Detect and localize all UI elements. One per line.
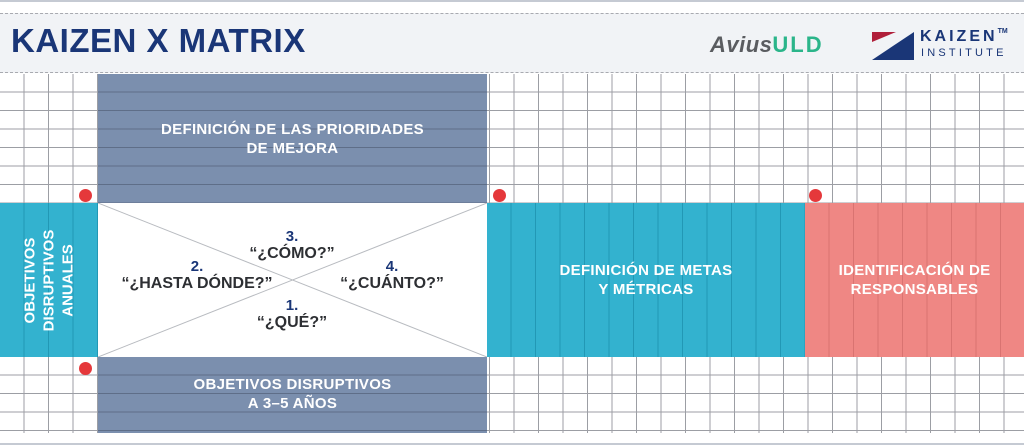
long-term-line1: OBJETIVOS DISRUPTIVOS [193,375,392,393]
top-border [0,0,1024,2]
red-dot-marker [493,189,506,202]
question-how-far-number: 2. [190,258,204,275]
question-how-text: “¿CÓMO?” [249,245,335,262]
red-dot-marker [79,362,92,375]
annual-objectives-block: OBJETIVOS DISRUPTIVOS ANUALES [0,203,98,357]
long-term-objectives-label: OBJETIVOS DISRUPTIVOS A 3–5 AÑOS [193,375,391,413]
question-how-number: 3. [285,228,299,245]
avius-uld-logo: AviusULD [710,32,824,58]
kaizen-institute-subtitle: INSTITUTE [921,47,1007,59]
priorities-block: DEFINICIÓN DE LAS PRIORIDADES DE MEJORA [98,74,487,203]
goals-metrics-label: DEFINICIÓN DE METAS Y MÉTRICAS [560,261,733,299]
question-how-far: 2. “¿HASTA DÓNDE?” [112,259,282,293]
long-term-line2: A 3–5 AÑOS [247,394,338,412]
priorities-label: DEFINICIÓN DE LAS PRIORIDADES DE MEJORA [161,120,424,158]
responsibles-label: IDENTIFICACIÓN DE RESPONSABLES [839,261,991,299]
kaizen-flag-icon [872,32,914,60]
page-title: KAIZEN X MATRIX [11,22,306,59]
kaizen-institute-logo: KAIZENTM INSTITUTE [872,28,1012,62]
header-band: KAIZEN X MATRIX AviusULD KAIZENTM INSTIT… [0,13,1024,73]
avius-logo-text: Avius [710,32,773,57]
kaizen-word: KAIZEN [920,28,998,45]
question-how-far-text: “¿HASTA DÓNDE?” [121,275,273,292]
uld-logo-text: ULD [772,32,824,57]
kaizen-wordmark: KAIZENTM [920,28,1008,46]
responsibles-block: IDENTIFICACIÓN DE RESPONSABLES [805,203,1024,357]
goals-line1: DEFINICIÓN DE METAS [559,262,733,279]
annual-line2: DISRUPTIVOS [40,229,58,331]
priorities-line2: DE MEJORA [246,139,339,157]
trademark-mark: TM [997,28,1008,35]
x-diagonals [98,203,487,357]
goals-metrics-block: DEFINICIÓN DE METAS Y MÉTRICAS [487,203,805,357]
question-what-text: “¿QUÉ?” [256,314,328,331]
red-dot-marker [809,189,822,202]
question-what: 1. “¿QUÉ?” [242,298,342,332]
red-dot-marker [79,189,92,202]
x-matrix-center: 3. “¿CÓMO?” 2. “¿HASTA DÓNDE?” 4. “¿CUÁN… [98,203,487,357]
question-how-much-text: “¿CUÁNTO?” [340,275,444,292]
annual-line3: ANUALES [59,243,77,317]
question-what-number: 1. [285,297,299,314]
question-how-much: 4. “¿CUÁNTO?” [332,259,452,293]
question-how-much-number: 4. [385,258,399,275]
responsibles-line1: IDENTIFICACIÓN DE [838,262,991,279]
bottom-border [0,443,1024,445]
question-how: 3. “¿CÓMO?” [242,229,342,263]
responsibles-line2: RESPONSABLES [850,281,979,298]
long-term-objectives-block: OBJETIVOS DISRUPTIVOS A 3–5 AÑOS [98,357,487,433]
priorities-line1: DEFINICIÓN DE LAS PRIORIDADES [161,120,424,138]
annual-line1: OBJETIVOS [21,237,39,323]
annual-objectives-label: OBJETIVOS DISRUPTIVOS ANUALES [21,229,78,331]
goals-line2: Y MÉTRICAS [598,281,694,298]
